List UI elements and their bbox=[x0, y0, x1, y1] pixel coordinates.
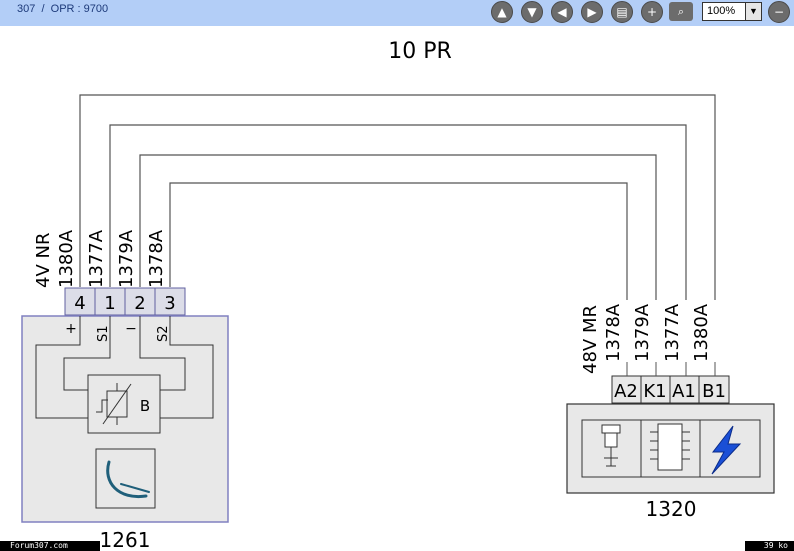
right-wire-labels: 48V MR 1378A 1379A 1377A 1380A bbox=[580, 303, 712, 374]
zoom-out-icon[interactable]: − bbox=[768, 1, 790, 23]
zoom-value: 100% bbox=[707, 5, 736, 17]
zoom-select[interactable]: 100% ▼ bbox=[702, 2, 762, 21]
toolbar: 307 / OPR : 9700 ▲ ▼ ◀ ▶ ▤ + ⌕ 100% ▼ − bbox=[0, 0, 794, 26]
breadcrumb: 307 / OPR : 9700 bbox=[17, 3, 109, 15]
left-wire-label: 1377A bbox=[86, 229, 107, 288]
terminal-label: S1 bbox=[96, 325, 111, 342]
pin-label: K1 bbox=[643, 381, 666, 402]
left-wire-label: 1380A bbox=[56, 229, 77, 288]
pin-label: A2 bbox=[614, 381, 638, 402]
chip-icon bbox=[650, 423, 690, 471]
page-up-icon[interactable]: ▲ bbox=[491, 1, 513, 23]
right-wire-label: 1378A bbox=[603, 303, 624, 362]
right-connector-pins: A2 K1 A1 B1 bbox=[611, 362, 730, 404]
zoom-in-icon[interactable]: + bbox=[641, 1, 663, 23]
pin-label: 1 bbox=[104, 293, 115, 314]
sensor-letter: B bbox=[140, 397, 150, 415]
right-wire-label: 1377A bbox=[662, 303, 683, 362]
lightning-icon bbox=[711, 425, 742, 475]
right-wire-label: 1380A bbox=[691, 303, 712, 362]
left-wire-label: 1378A bbox=[146, 229, 167, 288]
next-icon[interactable]: ▶ bbox=[581, 1, 603, 23]
previous-icon[interactable]: ◀ bbox=[551, 1, 573, 23]
file-size-badge: 39 ko bbox=[745, 541, 794, 551]
pin-label: 4 bbox=[74, 293, 85, 314]
right-connector-label: 48V MR bbox=[580, 305, 601, 374]
site-badge: Forum307.com bbox=[0, 541, 100, 551]
wire-1377a bbox=[109, 124, 687, 300]
magnifier-icon[interactable]: ⌕ bbox=[669, 2, 693, 21]
left-wire-labels: 4V NR 1380A 1377A 1379A 1378A bbox=[33, 229, 167, 288]
print-icon[interactable]: ▤ bbox=[611, 1, 633, 23]
right-wire-label: 1379A bbox=[632, 303, 653, 362]
component-id-1261: 1261 bbox=[100, 528, 151, 551]
page-down-icon[interactable]: ▼ bbox=[521, 1, 543, 23]
terminal-label: − bbox=[125, 321, 137, 337]
left-connector-pins: 4 1 2 3 bbox=[64, 287, 186, 316]
pin-label: 3 bbox=[164, 293, 175, 314]
wire-1379a bbox=[139, 154, 657, 300]
left-wire-label: 1379A bbox=[116, 229, 137, 288]
gauge-icon bbox=[95, 448, 156, 509]
pin-label: B1 bbox=[702, 381, 726, 402]
terminal-label: + bbox=[65, 321, 77, 337]
chevron-down-icon: ▼ bbox=[745, 3, 761, 20]
component-1261: + S1 − S2 B bbox=[21, 315, 229, 523]
pin-label: 2 bbox=[134, 293, 145, 314]
wire-1380a bbox=[79, 94, 716, 300]
diagram-title: 10 PR bbox=[388, 39, 452, 64]
wires bbox=[79, 94, 716, 300]
terminal-label: S2 bbox=[156, 325, 171, 342]
component-id-1320: 1320 bbox=[646, 497, 697, 521]
sensor-probe-icon bbox=[601, 424, 621, 467]
wire-1378a bbox=[169, 182, 628, 300]
pin-label: A1 bbox=[672, 381, 696, 402]
component-1320 bbox=[566, 403, 775, 494]
left-connector-label: 4V NR bbox=[33, 233, 54, 288]
